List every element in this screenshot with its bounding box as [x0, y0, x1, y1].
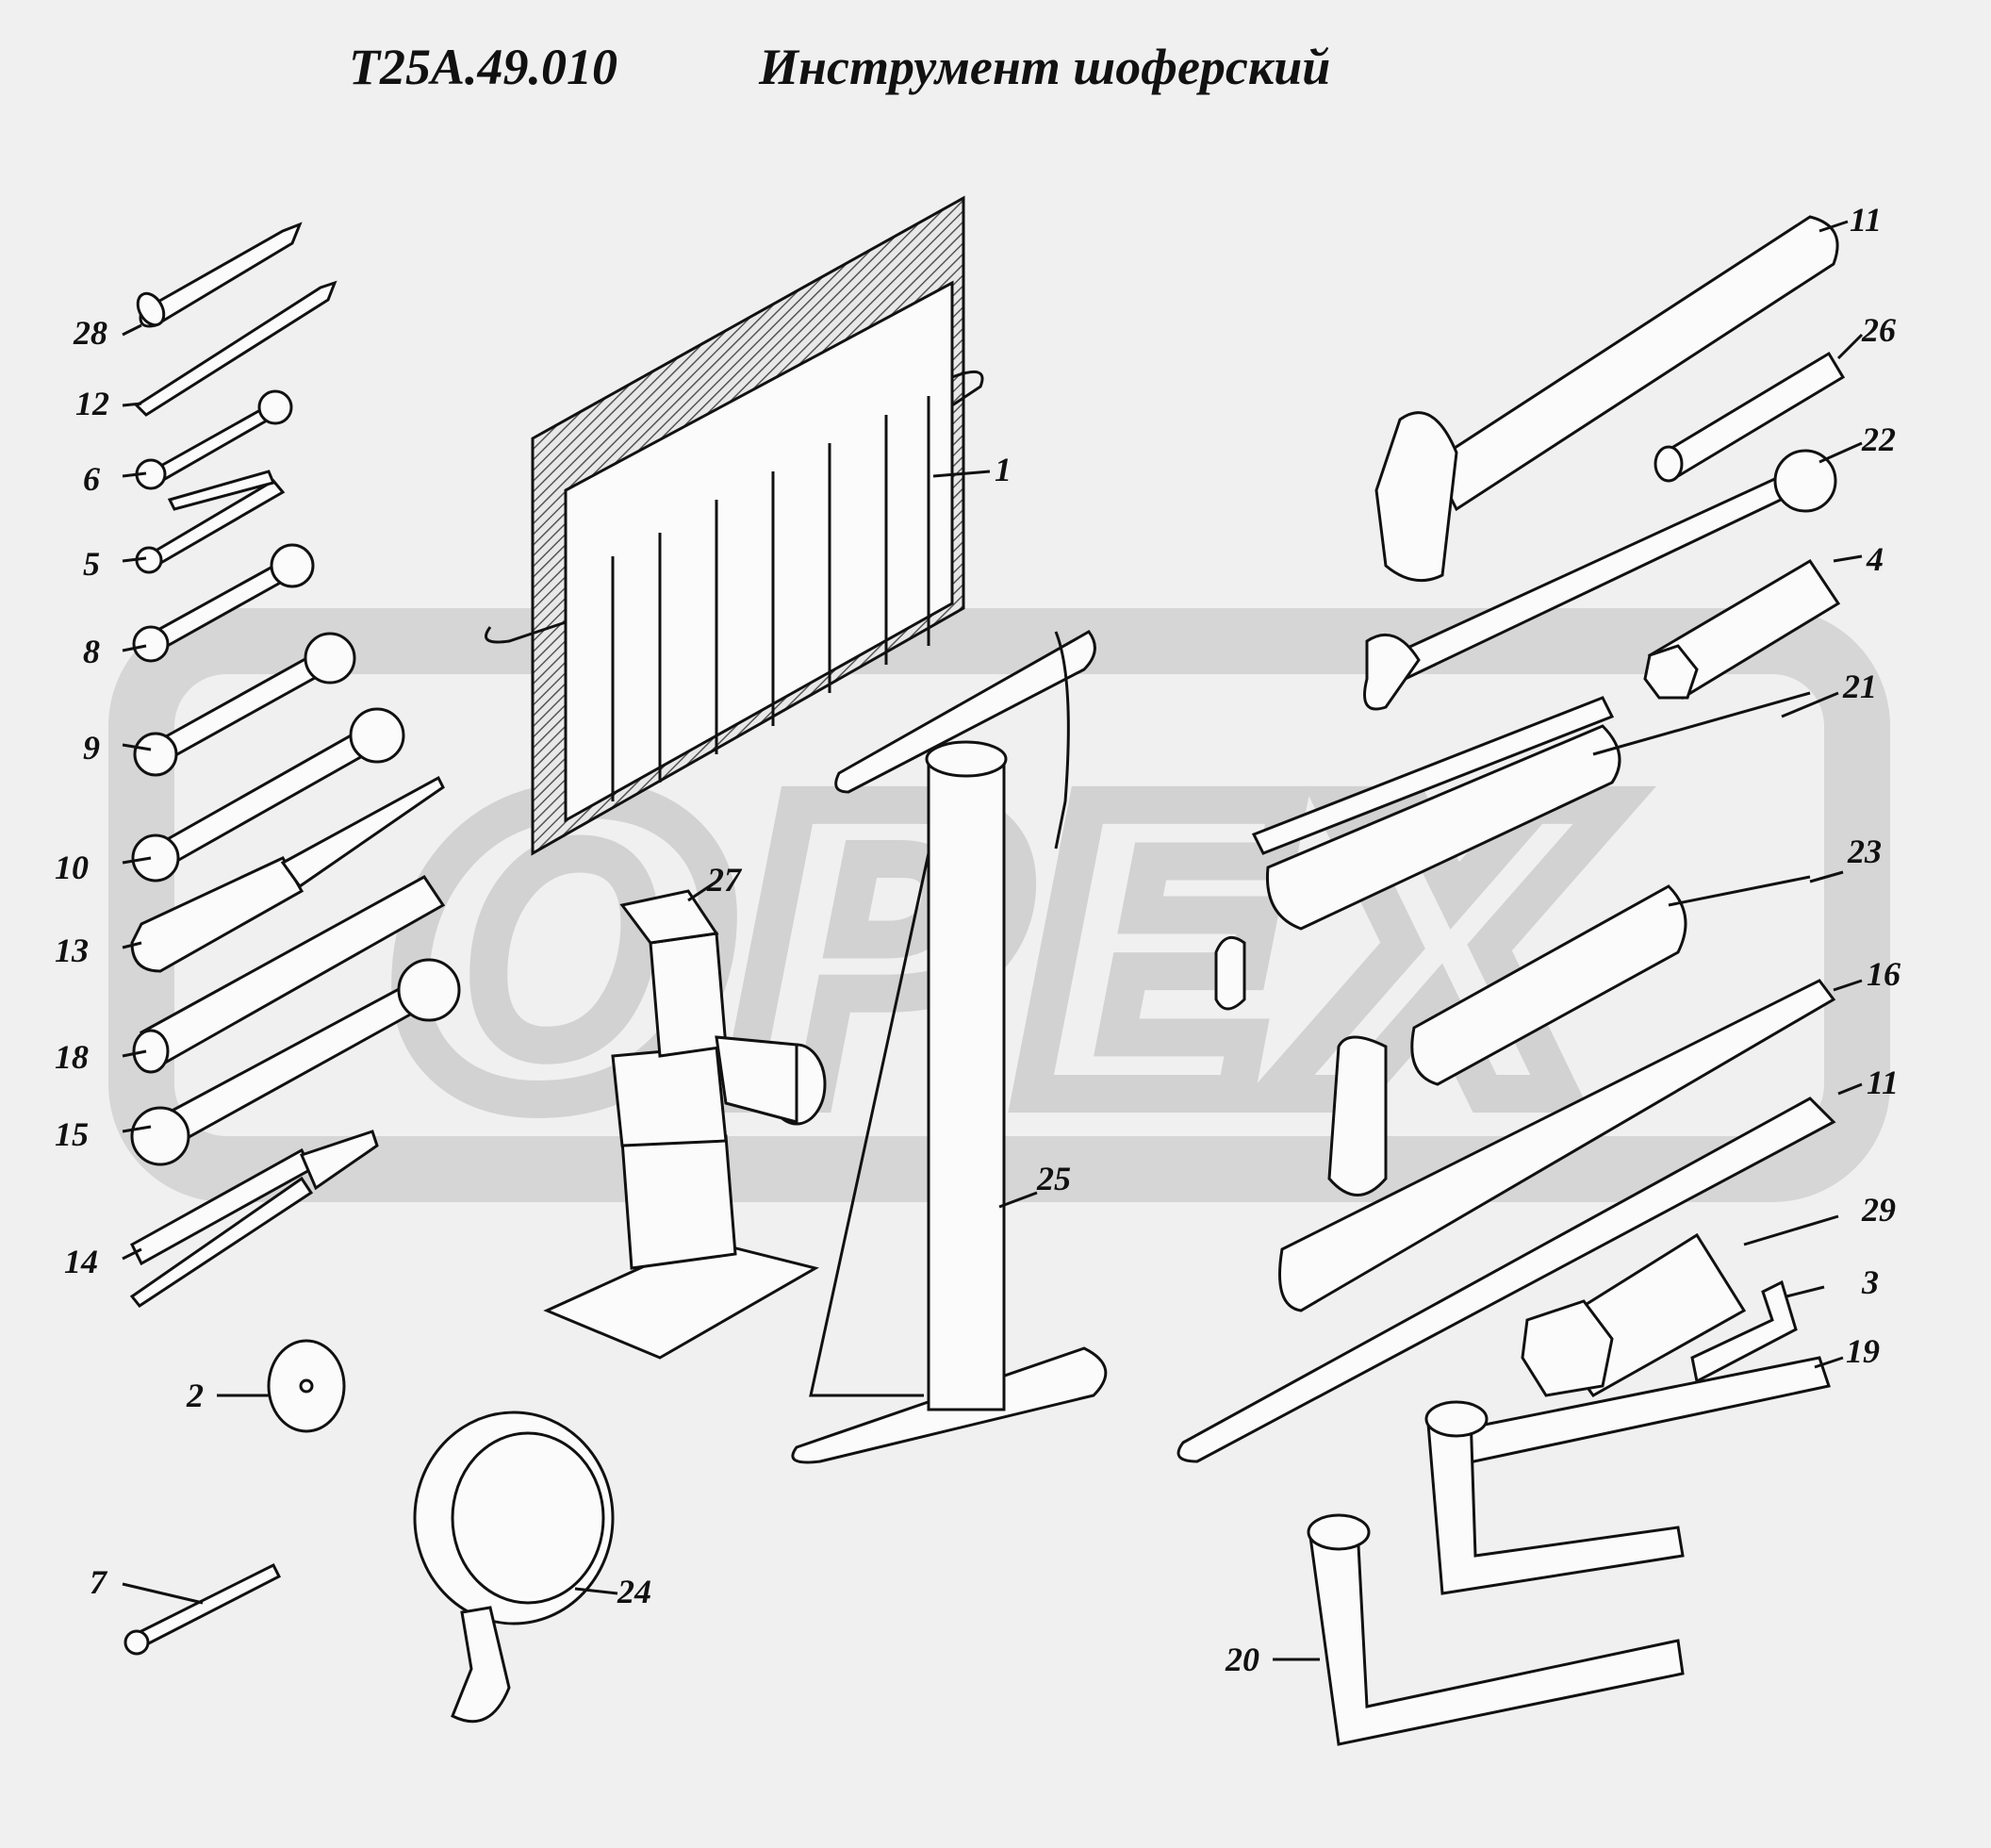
callout-25: 25 [1036, 1160, 1071, 1197]
callout-28: 28 [73, 314, 107, 352]
leader-lines [122, 220, 1864, 1661]
callout-29: 29 [1861, 1191, 1896, 1229]
part-12[interactable] [134, 280, 337, 417]
callout-9: 9 [83, 729, 100, 767]
callout-20: 20 [1225, 1641, 1259, 1678]
part-28[interactable] [133, 222, 303, 330]
part-18[interactable] [132, 875, 446, 1074]
part-27[interactable] [543, 889, 827, 1360]
callout-11-top: 11 [1850, 201, 1882, 239]
part-20[interactable] [1307, 1400, 1685, 1746]
callout-labels: 1 2 3 4 5 6 7 8 9 10 11 11 12 13 14 15 1… [55, 201, 1900, 1678]
callout-19: 19 [1846, 1332, 1880, 1370]
callout-11-lower: 11 [1867, 1064, 1899, 1101]
part-10[interactable] [131, 707, 405, 883]
part-7[interactable] [123, 1562, 282, 1656]
part-19[interactable] [1440, 1356, 1831, 1468]
page-title: Инструмент шоферский [759, 39, 1331, 95]
part-8[interactable] [132, 543, 315, 663]
part-number-code: Т25А.49.010 [349, 39, 618, 95]
part-29[interactable] [1521, 1232, 1747, 1397]
callout-4: 4 [1866, 540, 1884, 578]
callout-18: 18 [55, 1038, 89, 1076]
part-11-lever[interactable] [1176, 1097, 1836, 1463]
part-14[interactable] [129, 1130, 379, 1309]
callout-6: 6 [83, 460, 100, 498]
callout-13: 13 [55, 932, 89, 969]
part-25[interactable] [791, 630, 1108, 1464]
part-21[interactable] [1214, 691, 1811, 1011]
callout-24: 24 [617, 1573, 651, 1610]
callout-7: 7 [90, 1563, 108, 1601]
callout-14: 14 [64, 1243, 98, 1280]
part-11-hammer[interactable] [1374, 215, 1839, 583]
callout-21: 21 [1842, 668, 1877, 705]
part-6[interactable] [135, 389, 293, 490]
part-4[interactable] [1643, 558, 1841, 700]
callout-2: 2 [186, 1377, 204, 1414]
part-26[interactable] [1654, 351, 1846, 483]
part-24[interactable] [413, 1411, 615, 1724]
callout-15: 15 [55, 1115, 89, 1153]
part-tool-bag[interactable] [485, 195, 984, 856]
callout-10: 10 [55, 849, 89, 886]
callout-27: 27 [706, 861, 743, 899]
part-9[interactable] [133, 632, 356, 777]
part-2[interactable] [267, 1339, 346, 1433]
part-5[interactable] [135, 470, 286, 574]
callout-12: 12 [75, 385, 109, 422]
part-22[interactable] [1363, 449, 1837, 711]
part-16[interactable] [1278, 979, 1836, 1312]
callout-5: 5 [83, 545, 100, 583]
callout-8: 8 [83, 633, 100, 670]
part-23[interactable] [1327, 875, 1811, 1196]
callout-16: 16 [1867, 955, 1900, 993]
callout-23: 23 [1847, 833, 1882, 870]
callout-26: 26 [1861, 311, 1896, 349]
callout-22: 22 [1861, 421, 1896, 458]
callout-3: 3 [1861, 1263, 1879, 1301]
callout-1: 1 [995, 451, 1012, 488]
part-15[interactable] [130, 958, 461, 1166]
